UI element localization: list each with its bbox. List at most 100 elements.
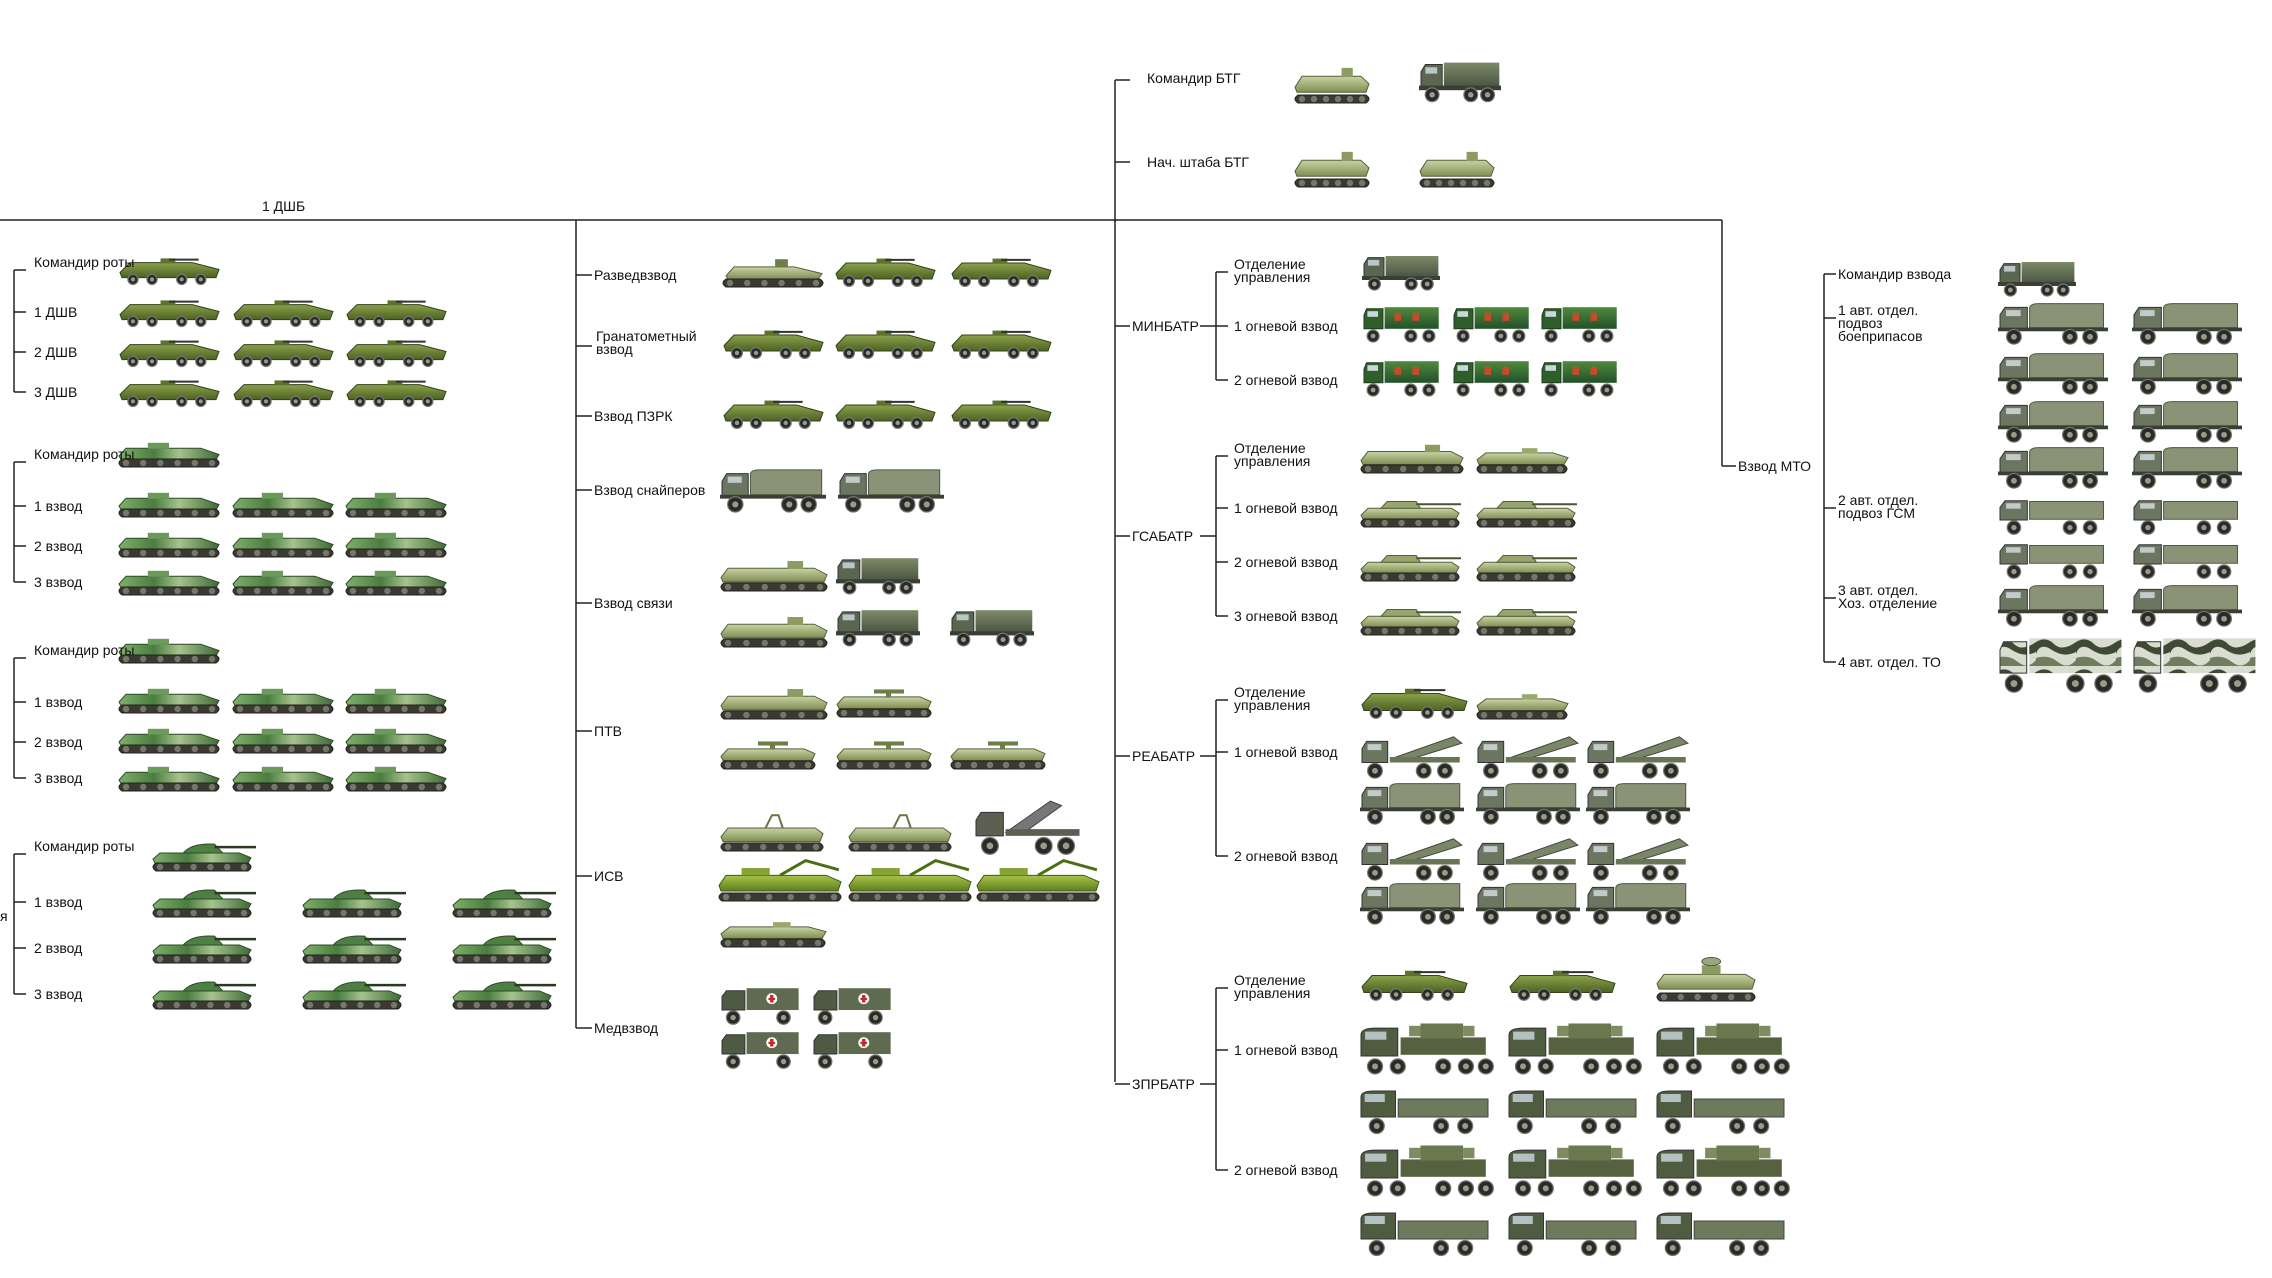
vehicle-btr [346,380,447,408]
vehicle-btr [233,340,334,368]
mto-row-label: 4 авт. отдел. ТО [1838,654,1941,670]
vehicle-kamaz [1508,1090,1637,1135]
vehicle-bmd [118,728,220,754]
vehicle-mortar-truck [1541,361,1617,397]
vehicle-spg [1476,608,1577,636]
arty-row-label: 2 огневой взвод [1234,554,1338,570]
vehicle-eng-green [848,858,972,902]
vehicle-btr [119,300,220,328]
vehicle-btr [723,400,824,429]
vehicle-btr [1361,688,1468,719]
vehicle-tanker [1999,500,2105,535]
vehicle-pantsir [1508,1023,1642,1075]
vehicle-spg [1360,500,1461,528]
vehicle-truck-canvas [2132,353,2242,395]
vehicle-btr [346,340,447,368]
vehicle-bmd-low [1476,448,1569,474]
arty-row-label: Отделение управления [1234,256,1311,285]
mto-row-label: Командир взвода [1838,266,1952,282]
vehicle-truck-canvas [1998,401,2108,443]
vehicle-tank [152,981,256,1010]
arty-group-label: МИНБАТР [1132,318,1199,334]
vehicle-kamaz [1360,1090,1489,1135]
vehicle-truck-canvas [1998,447,2108,489]
dshb-row-label: 1 взвод [34,498,83,514]
vehicle-tanker [2133,500,2239,535]
vehicle-tank [152,843,256,872]
vehicle-tank [302,935,406,964]
hq-label: Нач. штаба БТГ [1147,154,1249,170]
dshb-row-label: 3 взвод [34,574,83,590]
vehicle-mlrs [1477,838,1579,881]
dshb-row-label: 2 взвод [34,940,83,956]
mto-row-label: 1 авт. отдел. подвоз боеприпасов [1838,302,1923,344]
vehicle-truck-canvas [1586,883,1690,925]
dshb-row-label: Командир роты [34,446,135,462]
vehicle-btr [233,300,334,328]
vehicle-truck-canvas [1360,883,1464,925]
vehicle-kamaz [1656,1212,1785,1257]
vehicle-spg [1476,554,1577,582]
dshb-row-label: 1 взвод [34,894,83,910]
vehicle-bmd [232,728,334,754]
vehicle-btr [1361,970,1468,1001]
vehicle-btr [119,340,220,368]
mto-label: Взвод МТО [1738,458,1812,474]
cut-label: я [0,908,8,924]
vehicle-eng-tracked [720,814,824,852]
support-row-label: Взвод снайперов [594,482,706,498]
vehicle-tank [302,981,406,1010]
vehicle-pantsir [1656,1145,1790,1197]
dshb-row-label: 2 взвод [34,734,83,750]
vehicle-pantsir [1508,1145,1642,1197]
vehicle-mlrs [1477,736,1579,779]
vehicle-mlrs [1361,736,1463,779]
vehicle-radar-tracked [1656,956,1756,1002]
dshb-row-label: 1 взвод [34,694,83,710]
support-row-label: ПТВ [594,723,622,739]
vehicle-truck-box [836,558,920,595]
vehicle-mortar-truck [1363,361,1439,397]
vehicle-truck-canvas [2132,303,2242,345]
vehicle-btr [835,258,936,287]
vehicle-tank [452,889,556,918]
vehicle-ifv-tracked [1294,67,1370,104]
arty-group-label: ГСАБАТР [1132,528,1194,544]
vehicle-mortar-truck [1541,307,1617,343]
vehicle-ifv-tracked [720,617,828,648]
mto-row-label: 2 авт. отдел. подвоз ГСМ [1838,492,1919,521]
dshb-row-label: 3 взвод [34,770,83,786]
vehicle-btr [233,380,334,408]
vehicle-mortar-truck [1453,361,1529,397]
vehicle-truck-canvas [1360,783,1464,825]
arty-row-label: 3 огневой взвод [1234,608,1338,624]
vehicle-btr [346,300,447,328]
mto-row-label: 3 авт. отдел. Хоз. отделение [1838,582,1938,611]
vehicle-tank [152,935,256,964]
vehicle-bmd [232,570,334,596]
vehicle-btr [835,330,936,359]
vehicle-ifv-tracked [1419,151,1495,188]
group-title: 1 ДШБ [262,198,306,214]
vehicle-bmd [118,688,220,714]
vehicle-tank [452,935,556,964]
support-row-label: Разведвзвод [594,267,677,283]
vehicle-btr [1509,970,1616,1001]
vehicle-truck-canvas [1586,783,1690,825]
arty-row-label: Отделение управления [1234,440,1311,469]
vehicle-tanker [2133,544,2239,579]
dshb-row-label: Командир роты [34,838,135,854]
vehicle-spg [1360,554,1461,582]
vehicle-truck-box [1998,262,2076,297]
vehicle-bmd [118,492,220,518]
vehicle-bmd [232,532,334,558]
arty-row-label: 1 огневой взвод [1234,318,1338,334]
vehicle-pantsir [1360,1145,1494,1197]
vehicle-ifv-tracked [1360,444,1464,474]
vehicle-btr [119,258,220,286]
dshb-row-label: 3 ДШВ [34,384,78,400]
vehicle-kamaz [1508,1212,1637,1257]
arty-row-label: 2 огневой взвод [1234,848,1338,864]
vehicle-tank [452,981,556,1010]
